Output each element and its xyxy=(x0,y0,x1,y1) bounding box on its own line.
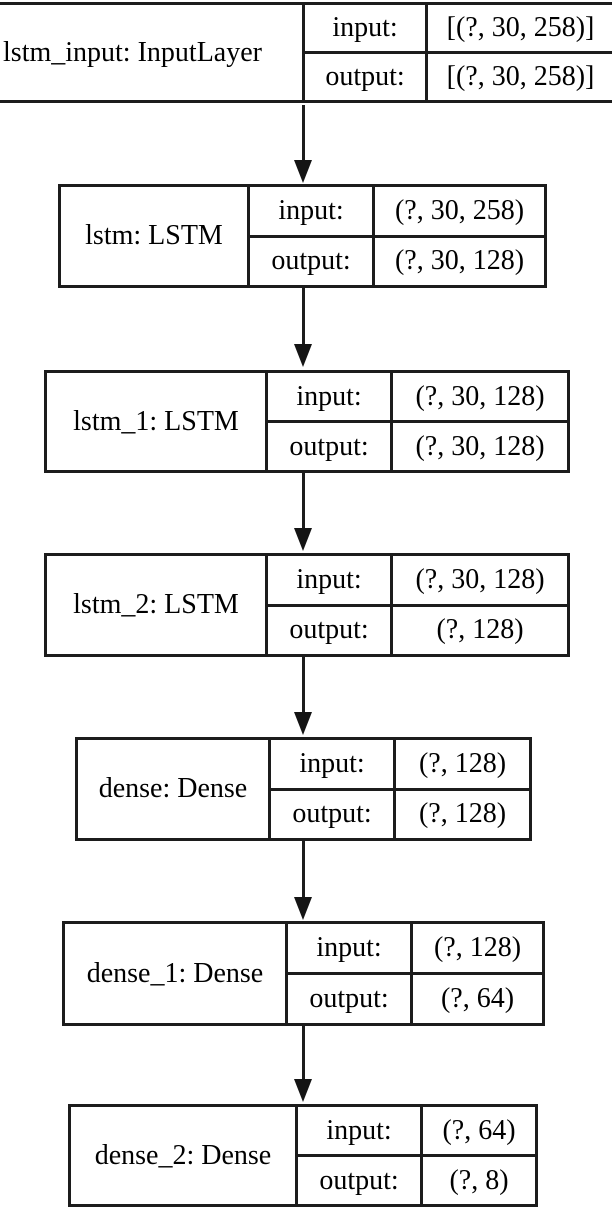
edge-lstm-input-to-lstm xyxy=(302,105,305,160)
node-dense-2: dense_2: Dense input: (?, 64) output: (?… xyxy=(68,1104,538,1207)
arrowhead-icon xyxy=(294,160,312,183)
edge-dense-1-to-dense-2 xyxy=(302,1026,305,1079)
input-shape: (?, 30, 128) xyxy=(390,556,567,604)
node-lstm-input: lstm_input: InputLayer input: [(?, 30, 2… xyxy=(0,2,612,103)
io-table: input: [(?, 30, 258)] output: [(?, 30, 2… xyxy=(302,5,612,100)
io-table: input: (?, 128) output: (?, 128) xyxy=(268,740,529,838)
edge-lstm-1-to-lstm-2 xyxy=(302,473,305,528)
arrowhead-icon xyxy=(294,528,312,551)
layer-name-cell: dense_1: Dense xyxy=(65,924,285,1023)
output-label: output: xyxy=(271,245,351,277)
output-label: output: xyxy=(325,61,405,92)
io-table: input: (?, 30, 128) output: (?, 128) xyxy=(265,556,567,654)
input-shape: [(?, 30, 258)] xyxy=(425,5,612,51)
output-shape: [(?, 30, 258)] xyxy=(425,54,612,100)
input-row: input: [(?, 30, 258)] xyxy=(305,5,612,51)
input-label: input: xyxy=(296,380,362,412)
output-row: output: (?, 128) xyxy=(268,603,567,654)
output-shape: (?, 128) xyxy=(390,606,567,654)
layer-title: lstm_2: LSTM xyxy=(73,589,239,620)
input-shape: (?, 128) xyxy=(393,740,529,788)
layer-name-cell: lstm: LSTM xyxy=(61,187,247,285)
input-label: input: xyxy=(332,12,398,43)
output-shape: (?, 64) xyxy=(410,975,542,1023)
edge-lstm-2-to-dense xyxy=(302,657,305,712)
input-shape: (?, 30, 258) xyxy=(372,187,544,235)
output-label: output: xyxy=(292,798,372,830)
layer-name-cell: lstm_2: LSTM xyxy=(47,556,265,654)
node-lstm: lstm: LSTM input: (?, 30, 258) output: (… xyxy=(58,184,547,288)
arrowhead-icon xyxy=(294,1079,312,1102)
node-dense-1: dense_1: Dense input: (?, 128) output: (… xyxy=(62,921,545,1026)
input-row: input: (?, 30, 258) xyxy=(250,187,544,235)
output-row: output: (?, 8) xyxy=(298,1154,535,1204)
output-row: output: [(?, 30, 258)] xyxy=(305,51,612,100)
output-label: output: xyxy=(319,1164,399,1196)
input-label: input: xyxy=(296,563,362,595)
io-table: input: (?, 30, 128) output: (?, 30, 128) xyxy=(265,373,567,470)
layer-title: dense_1: Dense xyxy=(86,957,264,989)
layer-name-cell: lstm_1: LSTM xyxy=(47,373,265,470)
output-shape: (?, 128) xyxy=(393,790,529,838)
input-row: input: (?, 128) xyxy=(288,924,542,972)
output-shape: (?, 30, 128) xyxy=(390,423,567,470)
output-label: output: xyxy=(289,430,369,462)
layer-title: dense_2: Dense xyxy=(94,1139,272,1171)
layer-name-cell: dense_2: Dense xyxy=(71,1107,295,1204)
output-row: output: (?, 64) xyxy=(288,972,542,1023)
edge-dense-to-dense-1 xyxy=(302,841,305,897)
io-table: input: (?, 128) output: (?, 64) xyxy=(285,924,542,1023)
layer-name-cell: lstm_input: InputLayer xyxy=(0,5,302,100)
input-label: input: xyxy=(299,747,365,779)
io-table: input: (?, 64) output: (?, 8) xyxy=(295,1107,535,1204)
output-row: output: (?, 30, 128) xyxy=(268,420,567,470)
input-label: input: xyxy=(278,194,344,226)
layer-title: lstm_input: InputLayer xyxy=(3,36,262,68)
io-table: input: (?, 30, 258) output: (?, 30, 128) xyxy=(247,187,544,285)
edge-lstm-to-lstm-1 xyxy=(302,288,305,344)
input-shape: (?, 30, 128) xyxy=(390,373,567,420)
input-label: input: xyxy=(326,1114,392,1146)
input-row: input: (?, 64) xyxy=(298,1107,535,1154)
input-row: input: (?, 128) xyxy=(271,740,529,788)
input-row: input: (?, 30, 128) xyxy=(268,556,567,604)
output-row: output: (?, 30, 128) xyxy=(250,234,544,285)
arrowhead-icon xyxy=(294,712,312,735)
input-label: input: xyxy=(316,932,382,963)
output-shape: (?, 8) xyxy=(420,1157,535,1204)
input-shape: (?, 128) xyxy=(410,924,542,972)
output-shape: (?, 30, 128) xyxy=(372,237,544,285)
input-shape: (?, 64) xyxy=(420,1107,535,1154)
node-lstm-2: lstm_2: LSTM input: (?, 30, 128) output:… xyxy=(44,553,570,657)
node-lstm-1: lstm_1: LSTM input: (?, 30, 128) output:… xyxy=(44,370,570,473)
output-label: output: xyxy=(309,983,389,1014)
input-row: input: (?, 30, 128) xyxy=(268,373,567,420)
layer-title: lstm_1: LSTM xyxy=(73,405,239,437)
arrowhead-icon xyxy=(294,897,312,920)
arrowhead-icon xyxy=(294,344,312,367)
layer-title: lstm: LSTM xyxy=(85,220,223,251)
node-dense: dense: Dense input: (?, 128) output: (?,… xyxy=(75,737,532,841)
layer-name-cell: dense: Dense xyxy=(78,740,268,838)
layer-title: dense: Dense xyxy=(98,773,248,804)
output-label: output: xyxy=(289,614,369,646)
output-row: output: (?, 128) xyxy=(271,787,529,838)
